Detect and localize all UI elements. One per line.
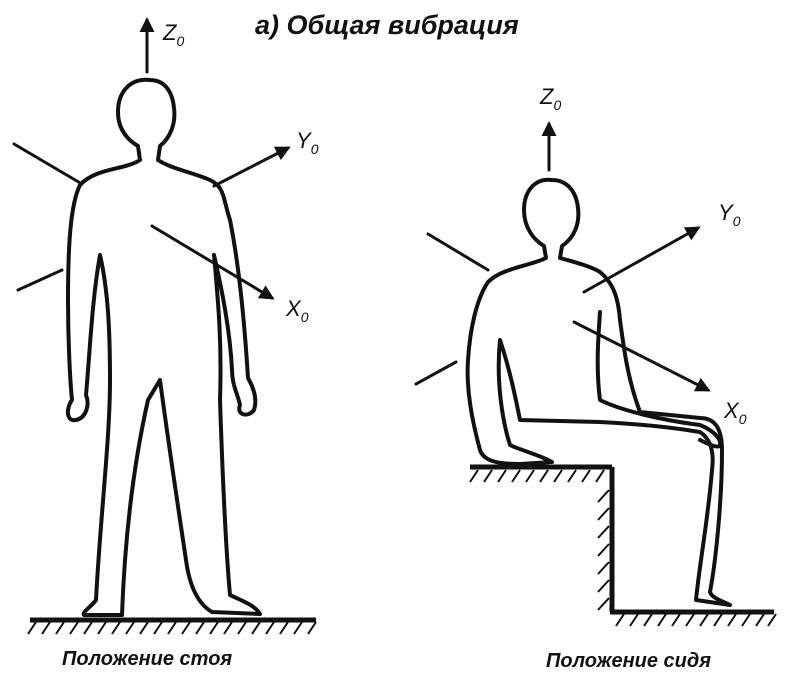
standing-caption: Положение стоя — [62, 648, 232, 671]
standing-body-outline — [68, 80, 260, 615]
standing-x-label: X0 — [285, 296, 309, 325]
sitting-y-label: Y0 — [718, 200, 741, 229]
sitting-x-arrow — [574, 322, 708, 390]
sitting-caption: Положение сидя — [546, 650, 711, 673]
standing-ground-hatching — [28, 622, 316, 634]
sitting-z-label: Z0 — [539, 84, 561, 113]
standing-y-label: Y0 — [296, 128, 319, 157]
sitting-figure: Z0 Y0 X0 — [416, 84, 776, 626]
standing-x-arrow — [152, 226, 272, 298]
standing-z-label: Z0 — [162, 20, 184, 49]
standing-axis-back-line-upper — [14, 144, 82, 184]
sitting-x-label: X0 — [723, 398, 747, 427]
sitting-y-arrow — [584, 228, 698, 292]
standing-figure: Z0 Y0 X0 — [14, 20, 319, 634]
sitting-seat-hatching — [470, 470, 609, 610]
standing-axis-back-line-lower — [18, 270, 62, 290]
standing-y-arrow — [214, 148, 288, 186]
sitting-floor-hatching — [616, 614, 776, 626]
sitting-axis-back-line-lower — [416, 362, 456, 384]
sitting-axis-back-line-upper — [428, 234, 488, 270]
